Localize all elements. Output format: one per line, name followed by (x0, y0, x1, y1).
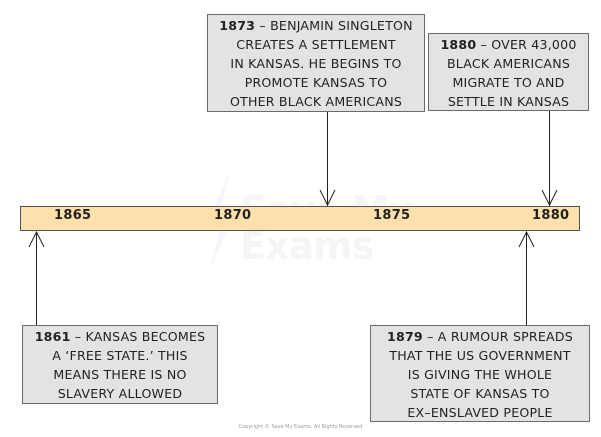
event-year: 1873 (219, 18, 256, 33)
event-year: 1879 (387, 329, 423, 344)
arrowhead-1879-icon (518, 230, 535, 248)
arrowhead-1880-icon (541, 189, 558, 207)
arrowhead-1861-icon (28, 230, 45, 248)
event-box-1880: 1880 – OVER 43,000 BLACK AMERICANS MIGRA… (428, 33, 589, 111)
event-year: 1880 (440, 37, 477, 52)
tick-label-1880: 1880 (532, 208, 570, 223)
tick-label-1865: 1865 (54, 208, 92, 223)
event-box-1873: 1873 – BENJAMIN SINGLETON CREATES A SETT… (207, 14, 425, 112)
timeline-bar (20, 206, 580, 231)
copyright-notice: Copyright © Save My Exams. All Rights Re… (238, 424, 363, 430)
tick-label-1875: 1875 (373, 208, 411, 223)
event-year: 1861 (34, 329, 71, 344)
event-box-1861: 1861 – KANSAS BECOMES A ‘FREE STATE.’ TH… (22, 325, 218, 404)
event-box-1879: 1879 – A RUMOUR SPREADS THAT THE US GOVE… (370, 325, 590, 422)
tick-label-1870: 1870 (214, 208, 252, 223)
arrowhead-1873-icon (319, 189, 336, 207)
